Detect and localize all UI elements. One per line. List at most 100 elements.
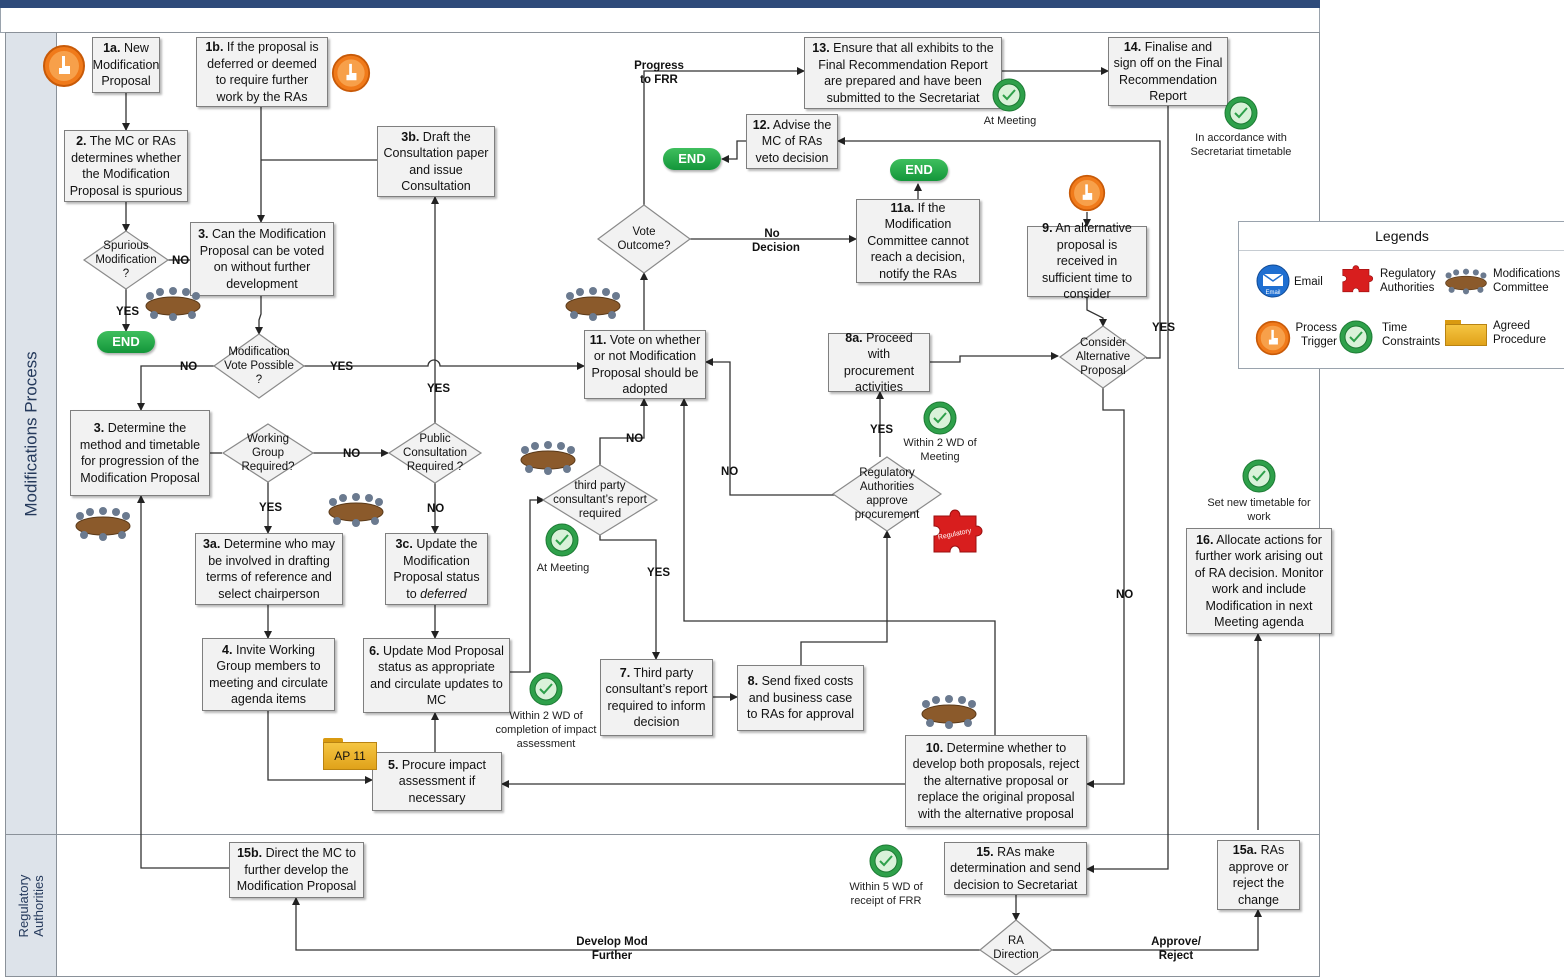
time-constraints-legend-icon <box>1339 320 1373 354</box>
decision-consider-alternative: Consider Alternative Proposal <box>1075 337 1131 377</box>
step-11: 11. Vote on whether or not Modification … <box>584 330 706 399</box>
clock-icon-ra-approve <box>923 401 957 435</box>
label-no-working-group: NO <box>343 448 361 460</box>
edge-alt-10 <box>1086 388 1125 788</box>
note-at-meeting-13: At Meeting <box>983 115 1037 127</box>
edge-3p-11 <box>599 398 648 465</box>
legend-email-label: Email <box>1294 276 1323 288</box>
edge-12-end <box>721 140 746 163</box>
label-no-spurious: NO <box>172 255 190 267</box>
label-no-third-party: NO <box>626 433 644 445</box>
decision-ra-direction: RA Direction <box>993 934 1039 961</box>
agreed-procedure-folder-icon: AP 11 <box>323 738 377 770</box>
edge-9-alt <box>1086 297 1107 327</box>
step-5: 5. Procure impact assessment if necessar… <box>372 752 502 811</box>
step-3-vote-without-development: 3. Can the Modification Proposal can be … <box>190 222 334 296</box>
end-terminator-no-decision: END <box>890 159 948 181</box>
legend-regulatory-label: Regulatory Authorities <box>1380 268 1436 294</box>
label-yes-spurious: YES <box>116 306 140 318</box>
note-set-timetable: Set new timetable for work <box>1207 497 1311 523</box>
legend-title: Legends <box>1375 228 1429 244</box>
label-no-decision: No Decision <box>752 228 800 254</box>
decision-vote-possible: Modification Vote Possible ? <box>224 346 294 386</box>
decision-third-party: third party consultant’s report required <box>553 480 647 520</box>
edge-8a-alt <box>930 352 1059 363</box>
decision-working-group-shape <box>221 423 315 483</box>
regulatory-puzzle-icon: Regulatory <box>933 509 983 553</box>
note-secretariat-timetable: In accordance with Secretariat timetable <box>1190 132 1292 158</box>
process-trigger-icon-9 <box>1068 174 1106 212</box>
lane-label-modifications: Modifications Process <box>5 32 57 836</box>
process-trigger-legend-icon <box>1255 320 1291 356</box>
modifications-committee-icon <box>1445 268 1487 295</box>
decision-third-party-shape <box>541 464 659 536</box>
email-icon-text: Email <box>1265 290 1280 296</box>
step-3a: 3a. Determine who may be involved in dra… <box>195 533 343 605</box>
decision-public-shape <box>387 422 483 484</box>
title-bar <box>0 0 1320 8</box>
edge-alt-12 <box>837 137 1161 359</box>
label-yes-ra-approve: YES <box>870 424 894 436</box>
step-3: 3. Determine the method and timetable fo… <box>70 410 210 496</box>
decision-public-consultation: Public Consultation Required ? <box>403 433 467 473</box>
step-8: 8. Send fixed costs and business case to… <box>737 665 864 731</box>
label-progress-frr: Progress to FRR <box>634 60 684 86</box>
step-8a: 8a. Proceed with procurement activities <box>828 331 930 394</box>
step-7: 7. Third party consultant’s report requi… <box>600 659 713 736</box>
email-icon: Email <box>1256 264 1290 298</box>
edge-15b-3 <box>137 495 229 869</box>
label-yes-working-group: YES <box>259 502 283 514</box>
step-13: 13. Ensure that all exhibits to the Fina… <box>804 37 1002 109</box>
note-at-meeting-3p: At Meeting <box>536 562 590 574</box>
clock-icon-16 <box>1242 459 1276 493</box>
decision-vote-outcome-shape <box>596 204 692 274</box>
label-yes-public-consult: YES <box>427 383 451 395</box>
edge-vote-3 <box>137 365 216 411</box>
step-11a: 11a. If the Modification Committee canno… <box>856 199 980 283</box>
edge-3p-7 <box>599 535 660 660</box>
committee-icon-3 <box>75 507 131 541</box>
step-12: 12. Advise the MC of RAs veto decision <box>746 114 838 169</box>
label-yes-vote-possible: YES <box>330 361 354 373</box>
legend-divider <box>1239 250 1564 251</box>
label-no-ra-approve: NO <box>721 466 739 478</box>
clock-icon-14 <box>1224 96 1258 130</box>
label-yes-consider-alt: YES <box>1152 322 1176 334</box>
decision-vote-possible-shape <box>212 333 306 399</box>
edge-radir-15a <box>1052 909 1262 951</box>
step-1b: 1b. If the proposal is deferred or deeme… <box>196 37 328 107</box>
step-10: 10. Determine whether to develop both pr… <box>905 735 1087 827</box>
note-within-5wd: Within 5 WD of receipt of FRR <box>849 881 923 907</box>
edge-outcome-13 <box>643 67 805 205</box>
edge-4-5 <box>267 711 373 784</box>
decision-working-group: Working Group Required? <box>241 433 295 473</box>
regulatory-authorities-icon <box>1342 265 1374 293</box>
legend-committee-label: Modifications Committee <box>1493 268 1561 294</box>
clock-icon-step-6 <box>529 672 563 706</box>
committee-icon-3q <box>145 287 201 321</box>
step-15: 15. RAs make determination and send deci… <box>944 842 1087 895</box>
end-terminator-spurious: END <box>97 331 155 353</box>
label-yes-third-party: YES <box>647 567 671 579</box>
decision-ra-approve: Regulatory Authorities approve procureme… <box>854 467 920 521</box>
process-trigger-icon-1a <box>43 45 85 87</box>
committee-icon-3a <box>328 493 384 527</box>
label-approve-reject: Approve/ Reject <box>1151 936 1201 962</box>
label-develop-mod-further: Develop Mod Further <box>576 936 648 962</box>
step-1a: 1a. New Modification Proposal <box>92 37 160 93</box>
legend-process-trigger-label: Process Trigger <box>1295 322 1337 348</box>
decision-ra-approve-shape <box>831 456 943 532</box>
label-no-vote-possible: NO <box>180 361 198 373</box>
committee-icon-third-party <box>520 441 576 475</box>
step-16: 16. Allocate actions for further work ar… <box>1186 528 1332 634</box>
step-9: 9. An alternative proposal is received i… <box>1027 221 1147 301</box>
agreed-procedure-legend-icon <box>1445 320 1487 346</box>
clock-icon-13 <box>992 78 1026 112</box>
step-6: 6. Update Mod Proposal status as appropr… <box>363 638 510 713</box>
note-within-2wd-meeting: Within 2 WD of Meeting <box>903 437 977 463</box>
edge-vote-11 <box>304 359 585 370</box>
step-15b: 15b. Direct the MC to further develop th… <box>229 842 364 898</box>
decision-ra-direction-shape <box>979 919 1053 975</box>
legend-agreed-procedure-label: Agreed Procedure <box>1493 320 1547 346</box>
